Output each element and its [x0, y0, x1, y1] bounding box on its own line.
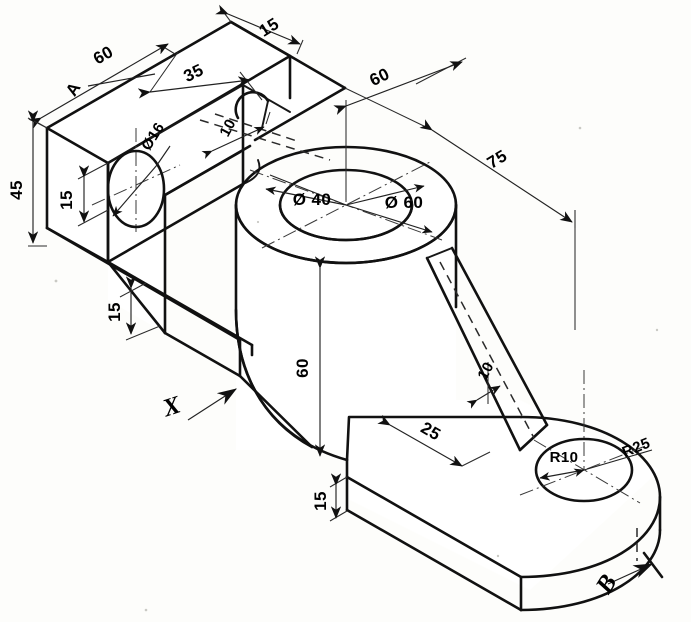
- pad-hole-centre-a: [519, 444, 649, 496]
- dim-dia60: Ø 60: [345, 184, 433, 234]
- dim-top-right-60: 60: [333, 57, 467, 200]
- view-label-b: B: [590, 570, 622, 599]
- paper-specks: [54, 126, 659, 612]
- dim-slot-10: 10: [201, 111, 271, 159]
- dim-15-base: 15: [311, 491, 330, 511]
- dim-60-top-left: 60: [90, 42, 117, 68]
- dim-15-left-lower: 15: [105, 302, 124, 322]
- dim-60-top-right: 60: [367, 64, 393, 90]
- dim-left-15-lower: 15: [105, 276, 161, 341]
- dim-rib-10: 10: [466, 359, 501, 409]
- hidden-web-edge: [199, 119, 331, 161]
- view-label-x: X: [159, 391, 185, 423]
- dim-60-cylinder: 60: [293, 358, 312, 378]
- dim-rib-10: 10: [474, 359, 497, 382]
- bore-centre-iso-b: [261, 161, 431, 249]
- dim-r10: R10: [550, 449, 579, 466]
- dim-15-top: 15: [256, 14, 283, 41]
- side-hole-centre-h: [91, 164, 181, 206]
- pad-hole-centre-b: [533, 439, 641, 504]
- dim-15-left-upper: 15: [57, 190, 76, 210]
- part-solid-body: [45, 20, 662, 612]
- dim-45: 45: [7, 180, 26, 200]
- dim-r25: R25: [620, 435, 653, 462]
- solid-faces: [47, 22, 660, 590]
- letter-a-label: A: [62, 79, 85, 100]
- dim-45: 45: [7, 110, 48, 247]
- dim-dia40: Ø 40: [265, 174, 347, 209]
- dim-left-15-upper: 15: [57, 162, 109, 227]
- dim-75: 75: [484, 146, 511, 172]
- dim-slot-10: 10: [216, 116, 239, 139]
- dim-dia40: Ø 40: [293, 190, 331, 209]
- dim-base-15: 15: [311, 473, 348, 522]
- dim-dia60: Ø 60: [385, 193, 423, 212]
- dim-cylinder-60: 60: [293, 256, 326, 457]
- view-arrow-x: X: [159, 388, 237, 423]
- base-pad: [238, 338, 662, 612]
